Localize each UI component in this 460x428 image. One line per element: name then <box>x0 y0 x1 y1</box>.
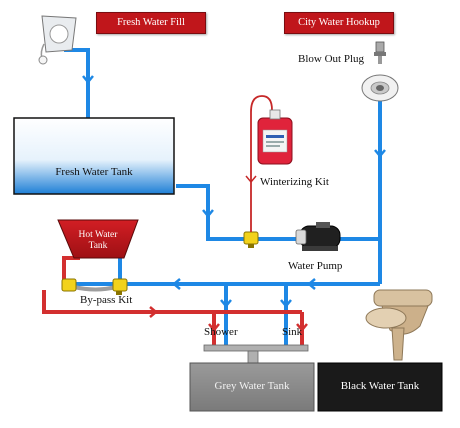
grey-water-tank-label: Grey Water Tank <box>214 380 290 392</box>
black-water-tank <box>317 362 443 412</box>
blow-out-plug-icon <box>374 41 386 64</box>
hot-water-tank <box>57 219 139 259</box>
city-water-inlet-icon <box>361 74 399 102</box>
bypass-valve-left-icon <box>61 278 77 292</box>
water-pump-label: Water Pump <box>288 260 343 272</box>
grey-water-tank <box>189 362 315 412</box>
pump-valve-icon <box>243 231 259 245</box>
city-water-hookup-label: City Water Hookup <box>284 12 394 34</box>
winterizing-hose <box>250 95 273 232</box>
bypass-hose <box>73 285 117 292</box>
fixture-manifold <box>203 344 309 364</box>
fresh-water-fill-label: Fresh Water Fill <box>96 12 206 34</box>
cold-flow-arrows <box>82 75 386 308</box>
valves <box>61 231 259 295</box>
fill-line <box>64 48 90 118</box>
fresh-water-tank <box>13 117 175 195</box>
blow-out-plug-label: Blow Out Plug <box>298 53 365 65</box>
bypass-valve-right-icon <box>112 278 128 292</box>
fresh-fill-inlet-icon <box>38 15 77 65</box>
black-water-tank-label: Black Water Tank <box>340 380 420 392</box>
sink-label: Sink <box>282 326 303 338</box>
water-pump-icon <box>295 222 341 251</box>
tank-outlet-line <box>176 184 300 241</box>
toilet-icon <box>365 289 433 361</box>
fresh-water-tank-label: Fresh Water Tank <box>55 166 133 178</box>
winterizing-kit-label: Winterizing Kit <box>260 176 329 188</box>
hot-flow-arrows <box>149 306 308 332</box>
antifreeze-jug-icon <box>257 109 293 165</box>
hot-water-tank-label-line2: Tank <box>88 241 108 251</box>
shower-label: Shower <box>204 326 238 338</box>
hot-water-tank-label-line1: Hot Water <box>78 230 118 240</box>
bypass-kit-label: By-pass Kit <box>80 294 133 306</box>
